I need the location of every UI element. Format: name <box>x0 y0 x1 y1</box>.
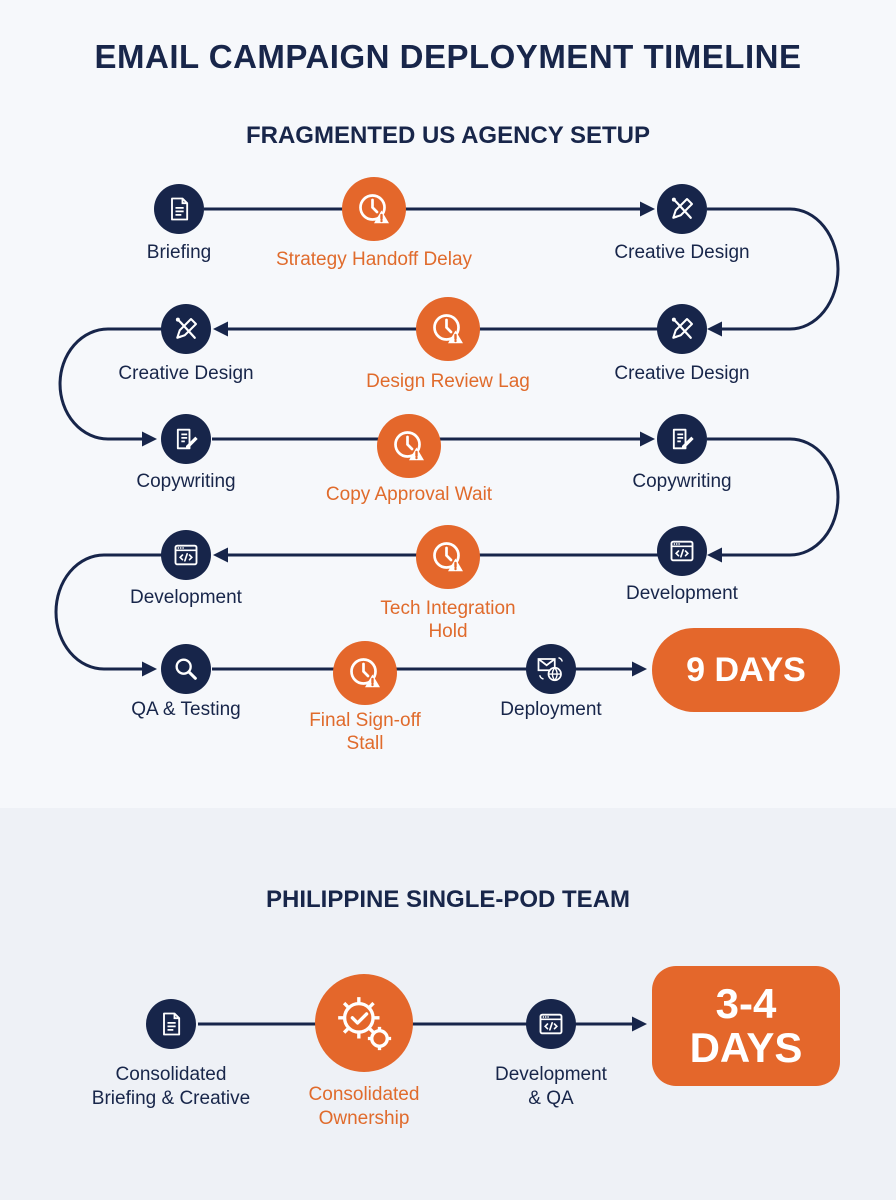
creative-design-node-1 <box>657 184 707 234</box>
final-signoff-delay-label-2: Stall <box>346 733 384 754</box>
development-node-1 <box>657 526 707 576</box>
us-total-days-badge: 9 DAYS <box>652 628 840 712</box>
ph-total-days-badge: 3-4 DAYS <box>652 966 840 1086</box>
copywriting-node-1 <box>161 414 211 464</box>
consolidated-briefing-node <box>146 999 196 1049</box>
clock-warning-icon <box>391 428 427 464</box>
pencil-brush-icon <box>667 194 697 224</box>
development-qa-label-2: & QA <box>528 1088 574 1109</box>
creative-design-node-2 <box>657 304 707 354</box>
ph-section-heading: PHILIPPINE SINGLE-POD TEAM <box>265 886 631 913</box>
deployment-node <box>526 644 576 694</box>
connector-loop-r4-r5 <box>54 553 162 677</box>
development-node-2 <box>161 530 211 580</box>
pencil-brush-icon <box>667 314 697 344</box>
code-window-icon <box>172 541 200 569</box>
final-signoff-delay-node <box>333 641 397 705</box>
copywriting-node-2 <box>657 414 707 464</box>
consolidated-briefing-label-1: Consolidated <box>115 1064 227 1085</box>
code-window-icon <box>537 1010 565 1038</box>
page-title: EMAIL CAMPAIGN DEPLOYMENT TIMELINE <box>94 38 802 75</box>
creative-design-label-1: Creative Design <box>614 242 750 263</box>
final-signoff-delay-label-1: Final Sign-off <box>309 710 421 731</box>
edit-document-icon <box>668 425 696 453</box>
development-qa-node <box>526 999 576 1049</box>
pencil-brush-icon <box>171 314 201 344</box>
tech-integration-delay-node <box>416 525 480 589</box>
consolidated-ownership-node <box>315 974 413 1072</box>
copywriting-label-1: Copywriting <box>136 471 236 492</box>
connector-loop-r1-r2 <box>707 207 840 337</box>
briefing-node <box>154 184 204 234</box>
tech-integration-delay-label-1: Tech Integration <box>380 598 516 619</box>
briefing-label: Briefing <box>146 242 212 263</box>
copywriting-label-2: Copywriting <box>632 471 732 492</box>
copy-approval-delay-node <box>377 414 441 478</box>
document-icon <box>165 195 193 223</box>
ph-total-days-number: 3-4 <box>715 980 777 1027</box>
mail-globe-icon <box>536 654 566 684</box>
development-qa-label-1: Development <box>495 1064 607 1085</box>
document-icon <box>157 1010 185 1038</box>
consolidated-ownership-label-2: Ownership <box>318 1108 410 1129</box>
consolidated-ownership-label-1: Consolidated <box>308 1084 420 1105</box>
clock-warning-icon <box>430 311 466 347</box>
qa-testing-node <box>161 644 211 694</box>
development-label-2: Development <box>130 587 242 608</box>
magnifier-icon <box>172 655 200 683</box>
development-label-1: Development <box>626 583 738 604</box>
clock-warning-icon <box>356 191 392 227</box>
design-review-delay-label: Design Review Lag <box>366 371 530 392</box>
us-section-heading: FRAGMENTED US AGENCY SETUP <box>245 122 651 149</box>
creative-design-label-3: Creative Design <box>118 363 254 384</box>
strategy-delay-label: Strategy Handoff Delay <box>275 249 473 270</box>
deployment-label: Deployment <box>500 699 602 720</box>
strategy-delay-node <box>342 177 406 241</box>
ph-total-days-unit: DAYS <box>689 1024 803 1071</box>
copy-approval-delay-label: Copy Approval Wait <box>325 484 493 505</box>
clock-warning-icon <box>430 539 466 575</box>
clock-warning-icon <box>347 655 383 691</box>
code-window-icon <box>668 537 696 565</box>
connector-loop-r2-r3 <box>58 327 162 447</box>
consolidated-briefing-label-2: Briefing & Creative <box>91 1088 251 1109</box>
gear-check-icon <box>333 992 395 1054</box>
creative-design-node-3 <box>161 304 211 354</box>
edit-document-icon <box>172 425 200 453</box>
qa-testing-label: QA & Testing <box>131 699 241 720</box>
design-review-delay-node <box>416 297 480 361</box>
tech-integration-delay-label-2: Hold <box>428 621 468 642</box>
connector-loop-r3-r4 <box>707 437 840 563</box>
creative-design-label-2: Creative Design <box>614 363 750 384</box>
